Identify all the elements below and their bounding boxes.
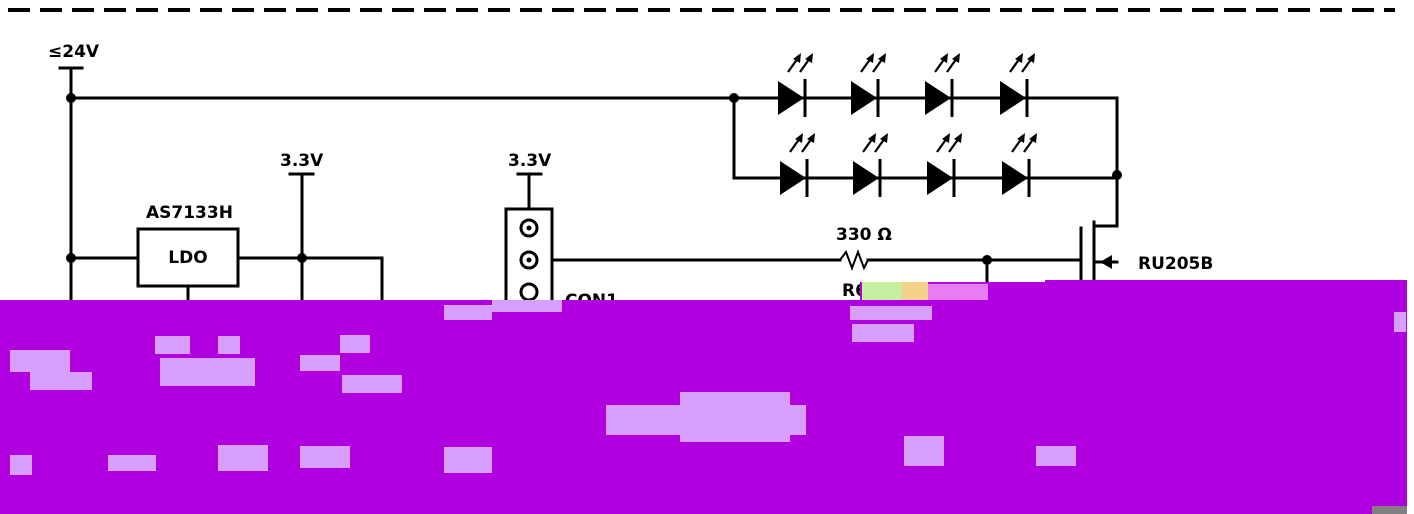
led-icon <box>776 51 815 119</box>
corruption-overlay <box>0 280 1407 514</box>
led-icon <box>998 51 1037 119</box>
rail-connector-label: 3.3V <box>508 151 552 171</box>
mosfet-part-label: RU205B <box>1138 254 1213 274</box>
led-icon <box>851 131 890 199</box>
ldo-block-label: LDO <box>168 248 207 268</box>
led-icon <box>923 51 962 119</box>
rail-3v3-left <box>288 172 315 302</box>
junction-dot <box>1112 170 1122 180</box>
rail-left-label: 3.3V <box>280 151 324 171</box>
led-icon <box>925 131 964 199</box>
connector-con1 <box>504 172 554 311</box>
connector-pin-icon <box>519 282 539 302</box>
led-icon <box>849 51 888 119</box>
resistor-value-label: 330 Ω <box>836 225 892 245</box>
supply-voltage-label: ≤24V <box>48 42 100 62</box>
led-string-1 <box>732 51 1119 119</box>
junction-dot <box>66 253 76 263</box>
resistor-icon <box>839 249 869 271</box>
ldo-part-label: AS7133H <box>146 203 233 223</box>
led-icon <box>1000 131 1039 199</box>
led-string-2 <box>732 96 1119 199</box>
led-icon <box>778 131 817 199</box>
junction-dot <box>66 93 76 103</box>
